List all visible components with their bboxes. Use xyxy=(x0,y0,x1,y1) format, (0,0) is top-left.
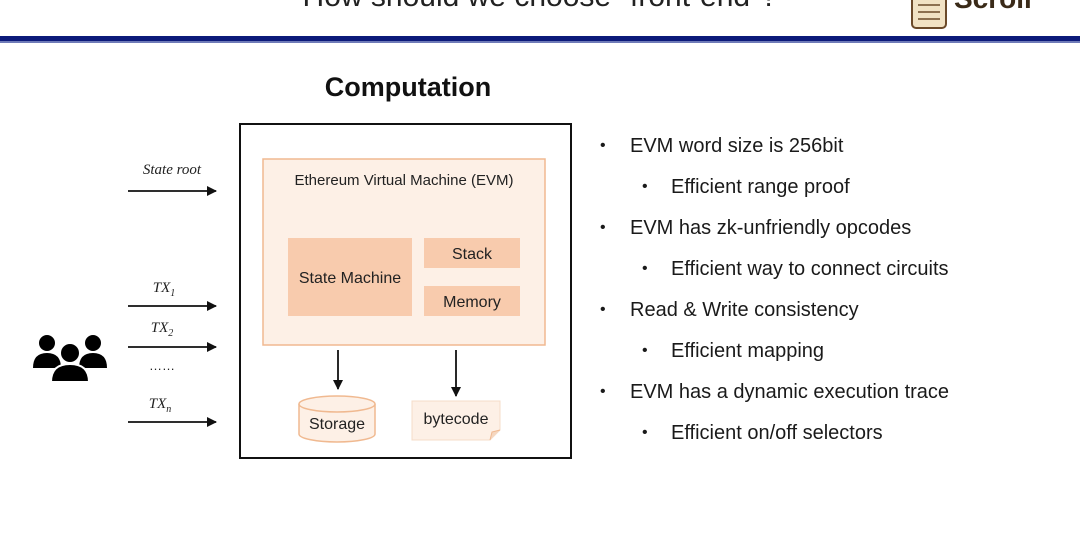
evm-label: Ethereum Virtual Machine (EVM) xyxy=(295,172,514,189)
tx1-label-main: TX xyxy=(153,280,171,296)
header-bar xyxy=(0,36,1080,41)
bullet-text: Efficient range proof xyxy=(671,176,850,198)
state-machine-label: State Machine xyxy=(299,270,401,287)
bullet-dot-icon: • xyxy=(600,137,606,154)
txn-label-main: TX xyxy=(149,396,167,412)
bullet-item: • EVM has zk-unfriendly opcodes xyxy=(600,210,1070,251)
tx1-label-sub: 1 xyxy=(170,288,175,299)
storage-cylinder xyxy=(298,395,376,443)
bullet-dot-icon: • xyxy=(600,301,606,318)
bullet-item: • Efficient mapping xyxy=(600,333,1070,374)
scroll-logo-text: Scroll xyxy=(954,0,1032,15)
bullet-dot-icon: • xyxy=(600,383,606,400)
bullet-item: • EVM word size is 256bit xyxy=(600,128,1070,169)
state-root-label: State root xyxy=(143,162,202,178)
bullet-text: Efficient way to connect circuits xyxy=(671,258,949,280)
bullet-item: • Efficient range proof xyxy=(600,169,1070,210)
bullet-item: • Efficient way to connect circuits xyxy=(600,251,1070,292)
bullet-dot-icon: • xyxy=(642,260,648,277)
tx1-label: TX1 xyxy=(153,280,176,299)
stack-box xyxy=(424,238,520,268)
bullet-item: • Efficient on/off selectors xyxy=(600,415,1070,456)
tx2-label: TX2 xyxy=(151,320,174,339)
tx2-label-main: TX xyxy=(151,320,169,336)
slide-title: How should we choose "front-end"? xyxy=(0,0,1080,14)
bytecode-label: bytecode xyxy=(424,411,489,428)
bytecode-fold-icon xyxy=(489,429,501,441)
memory-box xyxy=(424,286,520,316)
bullet-item: • EVM has a dynamic execution trace xyxy=(600,374,1070,415)
header-bar-shadow xyxy=(0,41,1080,43)
storage-label: Storage xyxy=(309,416,365,433)
scroll-logo-icon xyxy=(911,0,947,29)
bullet-dot-icon: • xyxy=(642,178,648,195)
bullet-item: • Read & Write consistency xyxy=(600,292,1070,333)
memory-label: Memory xyxy=(443,294,501,311)
bullet-dot-icon: • xyxy=(600,219,606,236)
txn-label: TXn xyxy=(149,396,172,415)
section-title: Computation xyxy=(324,72,492,102)
bullet-text: EVM has zk-unfriendly opcodes xyxy=(630,217,912,239)
users-icon xyxy=(33,335,107,383)
bullet-text: Read & Write consistency xyxy=(630,299,859,321)
tx-ellipsis: …… xyxy=(149,358,175,373)
evm-diagram: Ethereum Virtual Machine (EVM) State Mac… xyxy=(33,123,572,459)
bullet-dot-icon: • xyxy=(642,424,648,441)
bullet-text: Efficient on/off selectors xyxy=(671,422,883,444)
bullet-dot-icon: • xyxy=(642,342,648,359)
bullet-text: EVM has a dynamic execution trace xyxy=(630,381,950,403)
tx2-label-sub: 2 xyxy=(168,328,173,339)
state-machine-box xyxy=(288,238,412,316)
bullet-text: Efficient mapping xyxy=(671,340,825,362)
txn-label-sub: n xyxy=(166,404,171,415)
bullet-text: EVM word size is 256bit xyxy=(630,135,844,157)
bullet-list: • EVM word size is 256bit • Efficient rang… xyxy=(600,128,1070,456)
stack-label: Stack xyxy=(452,246,493,263)
